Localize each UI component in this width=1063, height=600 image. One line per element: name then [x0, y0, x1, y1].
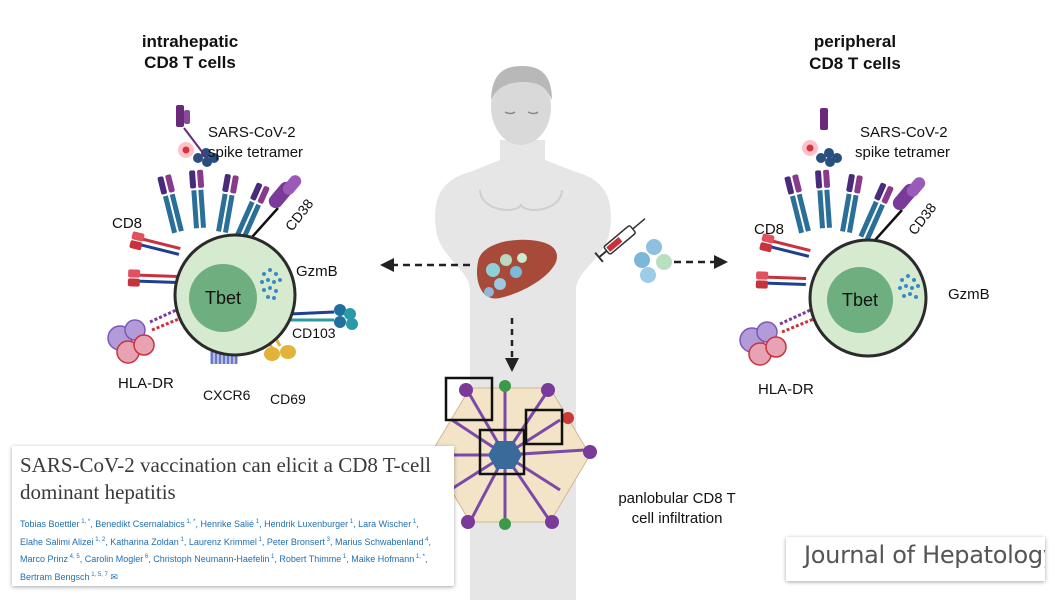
- left-spike-label-line1: SARS-CoV-2: [208, 124, 296, 141]
- paper-author-link[interactable]: Benedikt Csernalabics 1, *: [95, 519, 195, 529]
- syringe-icon: [594, 218, 646, 263]
- author-affiliation: 1, 2: [93, 536, 106, 543]
- left-spike-label-line2: spike tetramer: [208, 144, 303, 161]
- author-name: Henrike Salié: [200, 519, 255, 529]
- right-hla-dr-label: HLA-DR: [758, 381, 814, 398]
- left-cd103-label: CD103: [292, 325, 336, 341]
- author-affiliation: 6: [143, 554, 149, 560]
- paper-author-link[interactable]: Lara Wischer 1: [358, 519, 416, 529]
- paper-author-link[interactable]: Tobias Boettler 1, *: [20, 519, 90, 529]
- author-affiliation: 3: [324, 536, 330, 543]
- author-name: Christoph Neumann-Haefelin: [153, 554, 270, 564]
- author-affiliation: 1: [256, 536, 262, 543]
- paper-author-link[interactable]: Carolin Mogler 6: [85, 554, 149, 564]
- right-hla-dr-icon: [739, 306, 817, 366]
- journal-name[interactable]: Journal of Hepatology: [804, 541, 1045, 569]
- author-name: Lara Wischer: [358, 519, 412, 529]
- left-tbet-label: Tbet: [205, 288, 241, 308]
- author-name: Tobias Boettler: [20, 519, 80, 529]
- right-tcr-group: [784, 169, 894, 241]
- paper-author-link[interactable]: Peter Bronsert 3: [267, 537, 330, 547]
- arrow-to-lobule: [505, 318, 519, 372]
- paper-author-link[interactable]: Katharina Zoldan 1: [110, 537, 184, 547]
- author-affiliation: 1: [178, 536, 184, 543]
- infiltration-label-line2: cell infiltration: [632, 510, 723, 527]
- right-spike-label-line2: spike tetramer: [855, 144, 950, 161]
- left-hla-dr-icon: [107, 304, 187, 364]
- left-title-line1: intrahepatic: [142, 32, 238, 51]
- author-affiliation: 1: [269, 554, 275, 560]
- author-name: Katharina Zoldan: [110, 536, 179, 547]
- author-affiliation: 4, 5: [68, 554, 80, 560]
- author-affiliation: 1, *: [414, 554, 425, 560]
- paper-author-link[interactable]: Marco Prinz 4, 5: [20, 554, 80, 564]
- author-name: Benedikt Csernalabics: [95, 519, 185, 529]
- right-cd8-icon: [755, 233, 812, 290]
- right-title-line2: CD8 T cells: [809, 54, 901, 73]
- author-affiliation: 1, *: [184, 519, 196, 525]
- author-affiliation: 1: [348, 519, 354, 525]
- right-title-line1: peripheral: [814, 32, 896, 51]
- author-affiliation: 1: [411, 519, 417, 525]
- liver-lobule-icon: [423, 376, 597, 530]
- right-spike-label-line1: SARS-CoV-2: [860, 124, 948, 141]
- left-cd38-label: CD38: [282, 196, 317, 234]
- liver-icon: [476, 239, 557, 299]
- right-panel: peripheral CD8 T cells CD38 SARS-CoV-2 s…: [739, 32, 990, 398]
- author-affiliation: 1, 5, 7: [89, 571, 108, 578]
- infiltration-label-line1: panlobular CD8 T: [618, 490, 735, 507]
- author-name: Marco Prinz: [20, 554, 69, 564]
- paper-author-link[interactable]: Bertram Bengsch 1, 5, 7: [20, 572, 108, 582]
- left-cd8-icon: [127, 231, 182, 288]
- right-spike-tetramer-icon: [802, 108, 842, 167]
- left-spike-tetramer-icon: [176, 105, 219, 167]
- author-affiliation: 1: [341, 554, 347, 560]
- left-panel: intrahepatic CD8 T cells CD38: [107, 32, 358, 407]
- left-cxcr6-label: CXCR6: [203, 387, 251, 403]
- paper-author-link[interactable]: Elahe Salimi Alizei 1, 2: [20, 537, 105, 547]
- journal-badge: Journal of Hepatology: [786, 537, 1045, 581]
- paper-author-link[interactable]: Christoph Neumann-Haefelin 1: [153, 554, 274, 564]
- author-name: Maike Hofmann: [351, 554, 415, 564]
- paper-author-link[interactable]: Laurenz Krimmel 1: [189, 537, 262, 547]
- right-gzmb-label: GzmB: [948, 286, 990, 303]
- author-name: Elahe Salimi Alizei: [20, 536, 94, 547]
- author-name: Laurenz Krimmel: [188, 536, 257, 547]
- left-cd8-label: CD8: [112, 215, 142, 232]
- right-t-cell-icon: [808, 238, 928, 358]
- left-title-line2: CD8 T cells: [144, 53, 236, 72]
- left-t-cell-icon: [173, 233, 297, 357]
- left-cd103-icon: [289, 304, 358, 330]
- paper-author-link[interactable]: Hendrik Luxenburger 1: [264, 519, 353, 529]
- paper-author-link[interactable]: Maike Hofmann 1, *: [351, 554, 425, 564]
- left-hla-dr-label: HLA-DR: [118, 375, 174, 392]
- author-affiliation: 4: [423, 536, 429, 543]
- paper-author-link[interactable]: Henrike Salié 1: [201, 519, 260, 529]
- right-cd8-label: CD8: [754, 221, 784, 238]
- author-affiliation: 1, *: [79, 519, 91, 525]
- author-name: Marius Schwabenland: [334, 536, 424, 547]
- paper-author-link[interactable]: Robert Thimme 1: [279, 554, 346, 564]
- author-name: Hendrik Luxenburger: [264, 519, 349, 529]
- author-affiliation: 1: [254, 519, 260, 525]
- paper-title[interactable]: SARS-CoV-2 vaccination can elicit a CD8 …: [20, 453, 431, 504]
- left-cd69-label: CD69: [270, 391, 306, 407]
- paper-author-link[interactable]: Marius Schwabenland 4: [335, 537, 429, 547]
- paper-author-list: Tobias Boettler 1, *, Benedikt Csernalab…: [20, 519, 432, 582]
- left-gzmb-label: GzmB: [296, 263, 338, 280]
- author-contact-icon[interactable]: ✉: [107, 571, 118, 582]
- right-cd38-label: CD38: [905, 200, 940, 238]
- author-name: Robert Thimme: [279, 554, 342, 564]
- paper-citation-card: SARS-CoV-2 vaccination can elicit a CD8 …: [12, 446, 454, 586]
- author-name: Carolin Mogler: [84, 554, 144, 564]
- arrow-to-left-panel: [380, 258, 470, 272]
- arrow-to-right-panel: [674, 255, 728, 269]
- left-tcr-group: [157, 169, 270, 241]
- author-name: Bertram Bengsch: [20, 571, 90, 582]
- blood-cells-icon: [634, 239, 672, 283]
- right-tbet-label: Tbet: [842, 290, 878, 310]
- author-name: Peter Bronsert: [266, 536, 325, 547]
